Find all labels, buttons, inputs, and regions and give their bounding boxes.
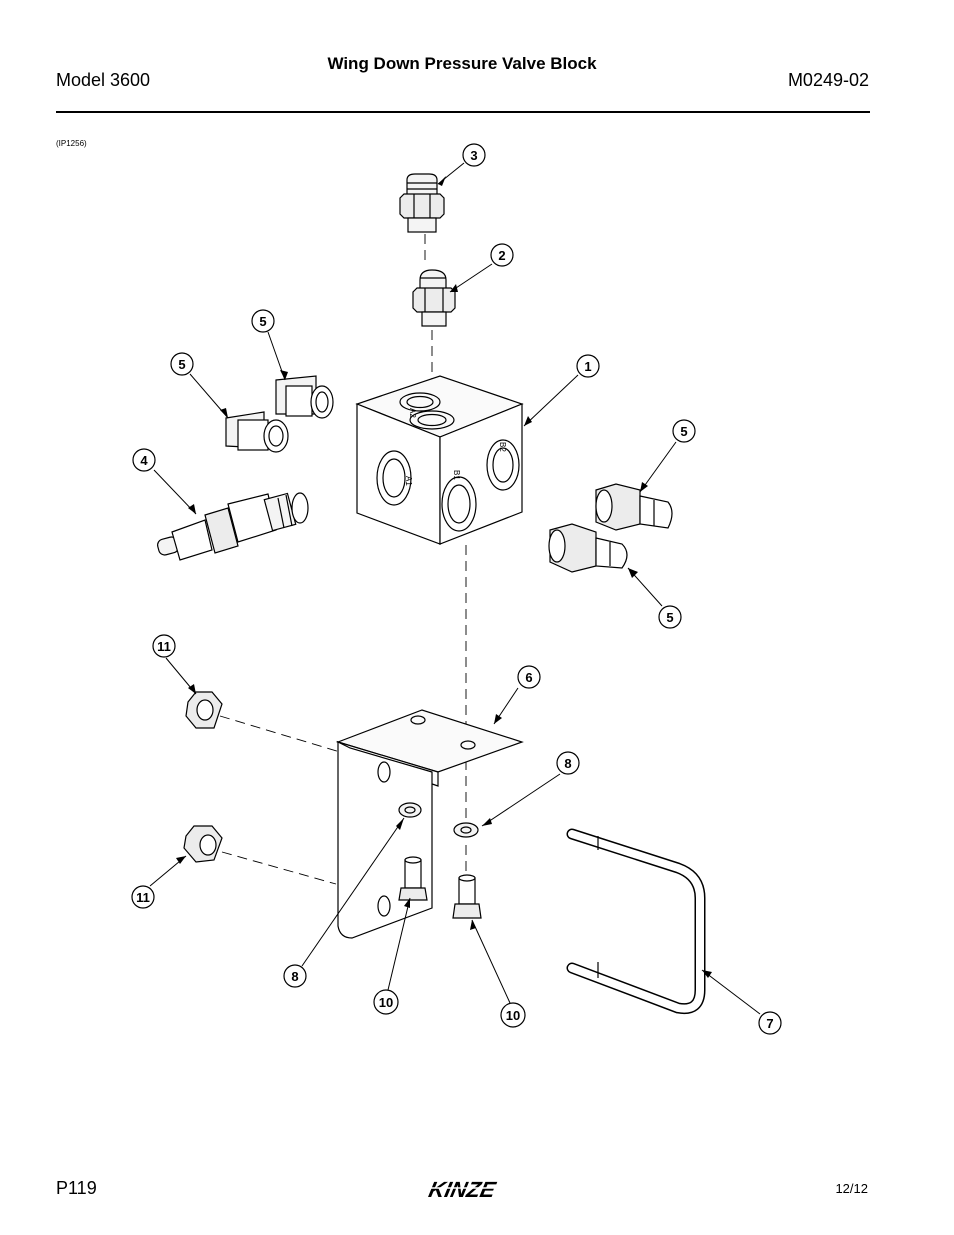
callout-4: 4 [132,448,156,472]
port-label-b1: B1 [452,470,461,480]
port-label-b2: B2 [498,442,507,452]
callout-3: 3 [462,143,486,167]
svg-text:11: 11 [136,890,150,905]
part-5-fitting-a [275,375,334,419]
callout-leaders [149,162,761,1015]
part-10-bolt-a [398,856,428,901]
callout-5-right-bottom: 5 [658,605,682,629]
callout-8-right: 8 [556,751,580,775]
part-6-mounting-bracket [336,709,524,939]
callout-10-left: 10 [373,989,399,1015]
callout-1: 1 [576,354,600,378]
callout-arrowheads [176,176,712,978]
svg-text:2: 2 [498,248,505,263]
callout-5-upper: 5 [251,309,275,333]
svg-text:8: 8 [564,756,571,771]
part-10-bolt-b [452,874,482,919]
svg-text:5: 5 [666,610,673,625]
part-7-u-bolt [566,828,706,1015]
document-number: M0249-02 [787,70,869,90]
model-label: Model 3600 [56,70,151,90]
svg-text:KINZE: KINZE [427,1177,499,1202]
port-label-a1: A1 [404,476,413,486]
callout-8-left: 8 [283,964,307,988]
part-5-fitting-c [595,483,673,531]
svg-text:10: 10 [506,1008,520,1023]
part-11-nut-a [185,691,223,729]
svg-text:1: 1 [584,359,591,374]
svg-text:4: 4 [140,453,148,468]
svg-text:7: 7 [766,1016,773,1031]
callout-5-right-top: 5 [672,419,696,443]
svg-text:11: 11 [157,639,171,654]
part-8-washer-b [453,822,479,838]
part-8-washer-a [398,802,422,818]
revision-date: 12/12 [835,1181,868,1196]
callout-5-left: 5 [170,352,194,376]
assembly-centerlines [219,234,467,885]
header-divider [56,111,870,113]
part-5-fitting-d [548,523,628,573]
callout-11-lower: 11 [131,885,155,909]
part-11-nut-b [183,825,223,863]
svg-text:5: 5 [259,314,266,329]
svg-text:5: 5 [680,424,687,439]
svg-text:5: 5 [178,357,185,372]
svg-text:3: 3 [470,148,477,163]
figure-id: (IP1256) [56,139,87,148]
part-3-fitting [399,173,445,233]
port-label-a2: A2 [408,408,417,418]
part-5-fitting-b [225,411,289,453]
callout-11-upper: 11 [152,634,176,658]
page-number: P119 [56,1178,97,1198]
callout-2: 2 [490,243,514,267]
page-title: Wing Down Pressure Valve Block [327,54,597,73]
callout-10-right: 10 [500,1002,526,1028]
callout-7: 7 [758,1011,782,1035]
part-2-fitting [412,269,456,327]
svg-text:6: 6 [525,670,532,685]
svg-text:10: 10 [379,995,393,1010]
part-1-valve-block [355,375,524,545]
svg-text:8: 8 [291,969,298,984]
kinze-logo: KINZE [407,1177,519,1202]
part-4-cartridge-valve [157,492,309,561]
callout-6: 6 [517,665,541,689]
